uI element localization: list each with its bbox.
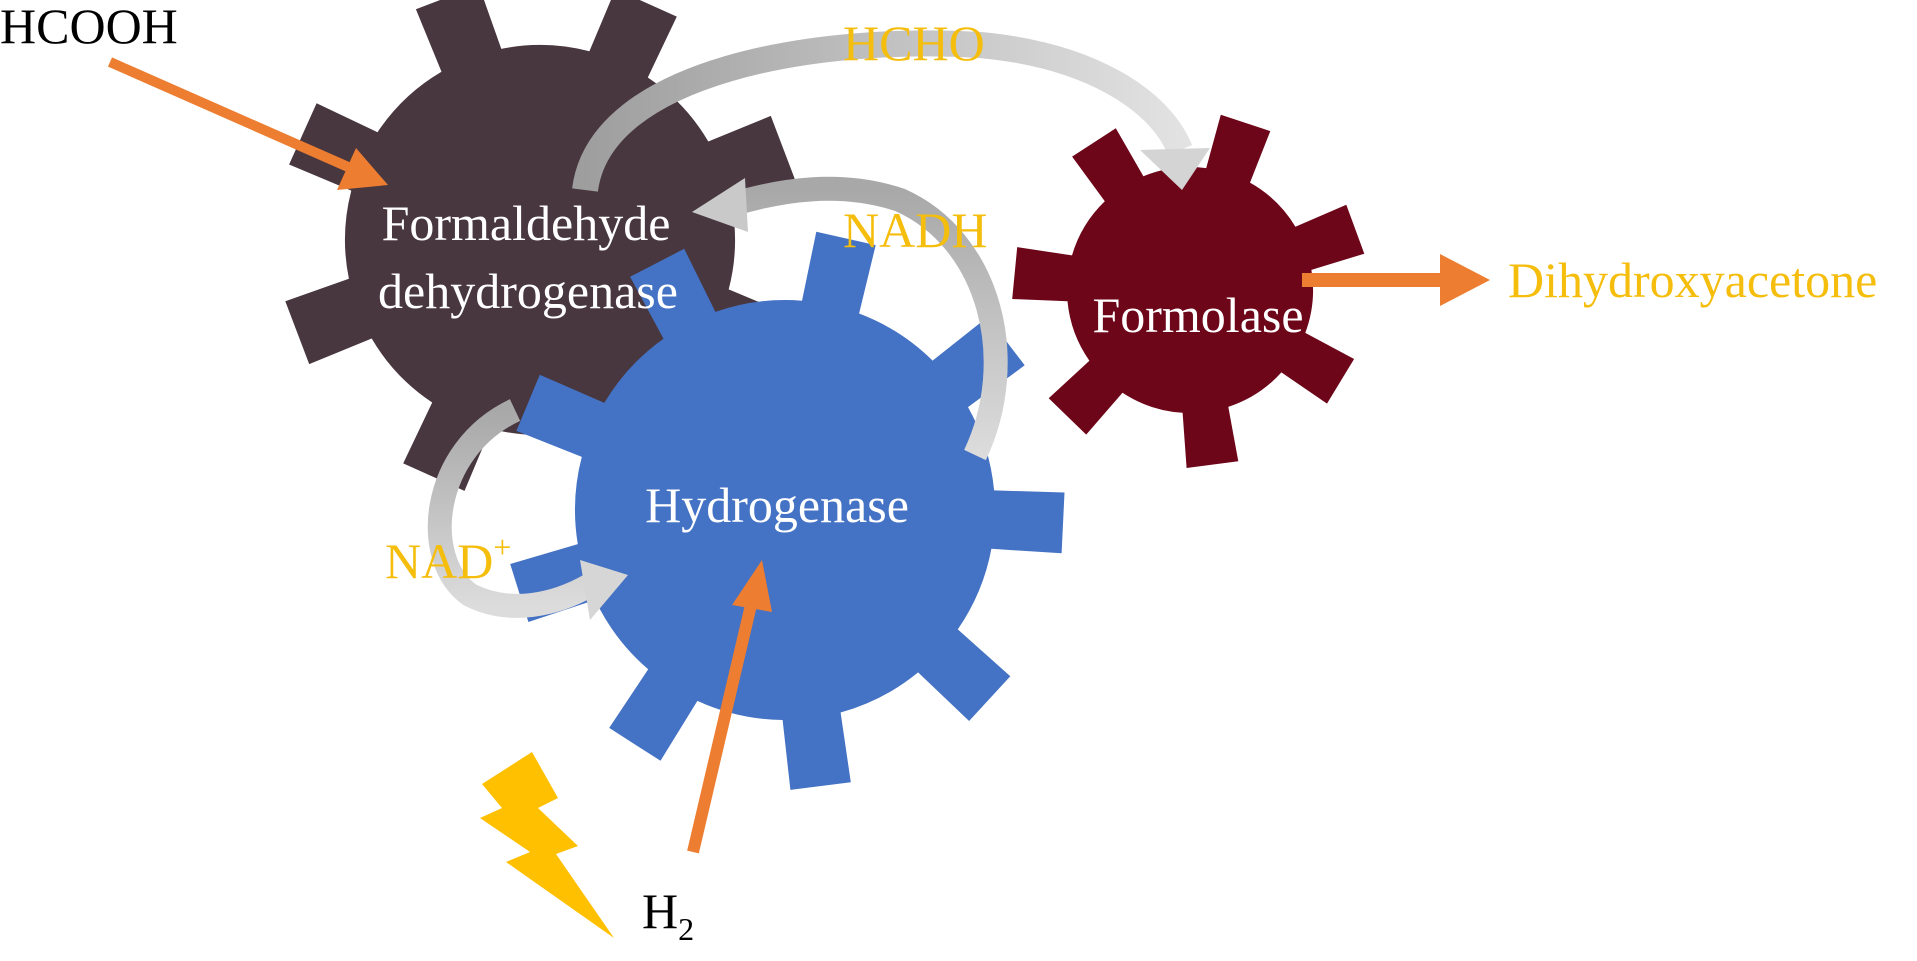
formolase-label: Formolase (1092, 287, 1303, 343)
lightning-bolt-icon (480, 752, 614, 938)
hydrogen-input-arrow (687, 560, 772, 854)
nadh-label: NADH (843, 202, 987, 258)
hydrogen-label-base: H (642, 883, 678, 939)
dihydroxyacetone-output-arrow (1302, 254, 1490, 306)
formaldehyde-dehydrogenase-label-line2: dehydrogenase (378, 263, 678, 319)
formic-acid-input-arrow (107, 57, 388, 190)
hydrogenase-label: Hydrogenase (645, 477, 909, 533)
hydrogen-label: H2 (642, 883, 694, 947)
formaldehyde-dehydrogenase-label-line1: Formaldehyde (382, 195, 671, 251)
hcho-cycle-arrow (572, 30, 1210, 193)
formolase-gear (1012, 114, 1365, 468)
formaldehyde-label: HCHO (843, 15, 985, 71)
nadh-cycle-arrow (692, 176, 1008, 461)
nad-label-superscript: + (493, 529, 511, 565)
hydrogenase-gear (510, 231, 1065, 790)
dihydroxyacetone-label: Dihydroxyacetone (1508, 252, 1877, 308)
hydrogen-label-subscript: 2 (678, 911, 694, 947)
formic-acid-label: HCOOH (0, 0, 178, 54)
nad-cycle-arrow (427, 399, 628, 620)
nad-label: NAD+ (385, 529, 511, 589)
nad-label-base: NAD (385, 533, 493, 589)
